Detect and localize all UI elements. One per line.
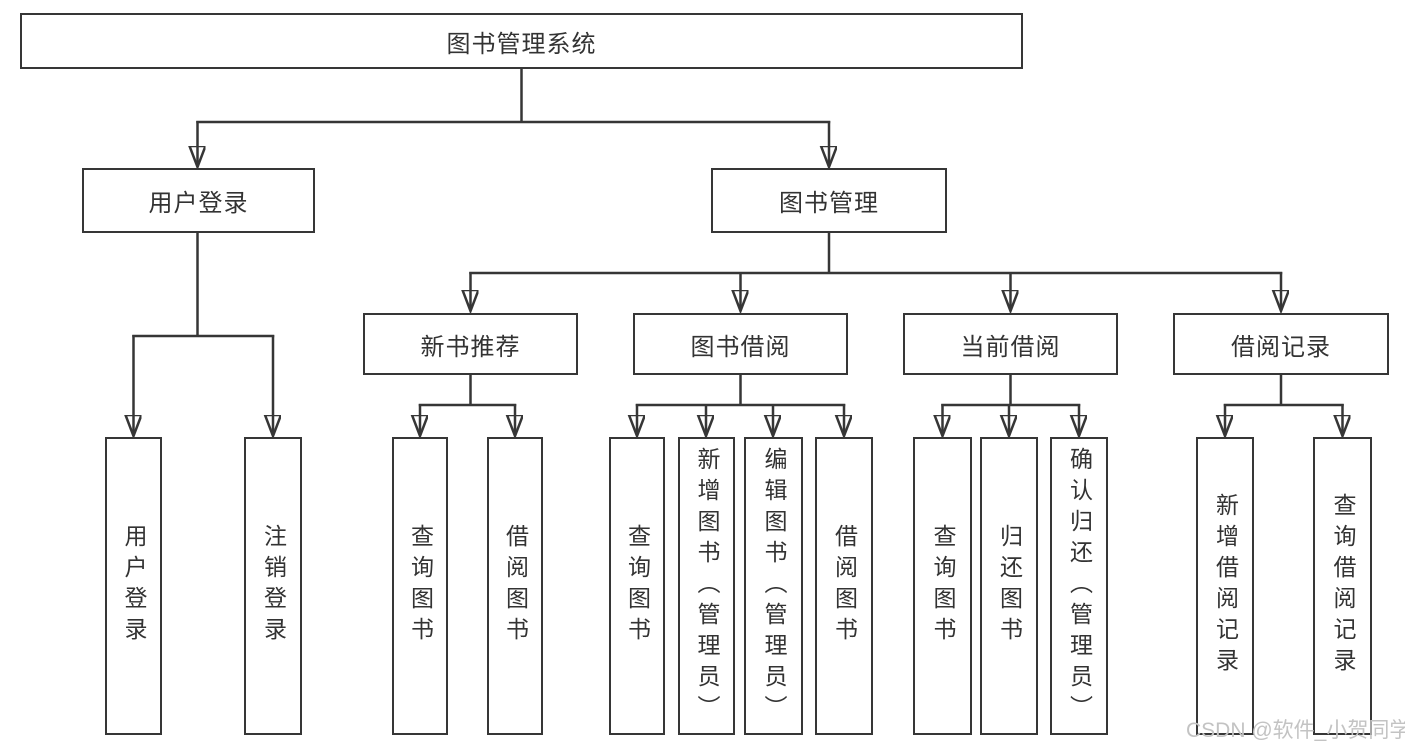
node-book-borrow-label: 图书借阅 <box>690 333 791 361</box>
node-user-login-label: 用户登录 <box>148 190 249 217</box>
leaf-query-books-2-label: 查询图书 <box>624 524 651 648</box>
leaf-add-borrow-record-label: 新增借阅记录 <box>1212 493 1239 679</box>
leaf-add-book-admin-label: 新增图书（管理员） <box>694 446 720 726</box>
leaf-user-login: 用户登录 <box>105 437 162 735</box>
leaf-edit-book-admin-label: 编辑图书（管理员） <box>761 446 787 726</box>
node-new-book-recommend: 新书推荐 <box>363 313 578 375</box>
leaf-query-borrow-record: 查询借阅记录 <box>1313 437 1372 735</box>
leaf-query-books-3: 查询图书 <box>913 437 972 735</box>
connector-book-management <box>469 233 1283 275</box>
leaf-return-book-label: 归还图书 <box>996 524 1023 648</box>
leaf-query-books-3-label: 查询图书 <box>930 524 956 648</box>
leaf-query-books-1: 查询图书 <box>392 437 448 735</box>
connector-user-login <box>132 233 275 338</box>
node-current-borrow-label: 当前借阅 <box>960 333 1061 361</box>
node-book-management: 图书管理 <box>711 168 947 233</box>
connector-root <box>196 66 831 124</box>
node-current-borrow: 当前借阅 <box>903 313 1118 375</box>
leaf-logout-label: 注销登录 <box>260 524 287 648</box>
node-library-system-label: 图书管理系统 <box>446 30 597 58</box>
leaf-edit-book-admin: 编辑图书（管理员） <box>744 437 803 735</box>
connector-new-book-recommend <box>418 374 517 407</box>
node-book-borrow: 图书借阅 <box>633 313 848 375</box>
leaf-borrow-books-2: 借阅图书 <box>815 437 873 735</box>
leaf-query-books-1-label: 查询图书 <box>407 524 434 648</box>
leaf-confirm-return-admin-label: 确认归还（管理员） <box>1066 446 1093 726</box>
leaf-query-borrow-record-label: 查询借阅记录 <box>1330 493 1356 679</box>
connector-borrow-records <box>1223 374 1344 407</box>
leaf-confirm-return-admin: 确认归还（管理员） <box>1050 437 1108 735</box>
node-library-system: 图书管理系统 <box>20 13 1023 69</box>
leaf-user-login-label: 用户登录 <box>121 524 147 648</box>
connector-book-borrow <box>635 374 846 407</box>
connector-current-borrow <box>941 374 1081 407</box>
leaf-add-book-admin: 新增图书（管理员） <box>678 437 735 735</box>
leaf-logout: 注销登录 <box>244 437 302 735</box>
leaf-return-book: 归还图书 <box>980 437 1038 735</box>
leaf-borrow-books-1: 借阅图书 <box>487 437 543 735</box>
node-borrow-records: 借阅记录 <box>1173 313 1389 375</box>
node-user-login: 用户登录 <box>82 168 315 233</box>
leaf-borrow-books-1-label: 借阅图书 <box>502 524 529 648</box>
node-borrow-records-label: 借阅记录 <box>1231 333 1331 361</box>
leaf-query-books-2: 查询图书 <box>609 437 665 735</box>
csdn-watermark: CSDN @软件_小贺同学 <box>1186 719 1405 742</box>
node-book-management-label: 图书管理 <box>779 190 879 217</box>
node-new-book-recommend-label: 新书推荐 <box>420 333 521 361</box>
leaf-add-borrow-record: 新增借阅记录 <box>1196 437 1254 735</box>
leaf-borrow-books-2-label: 借阅图书 <box>831 524 858 648</box>
